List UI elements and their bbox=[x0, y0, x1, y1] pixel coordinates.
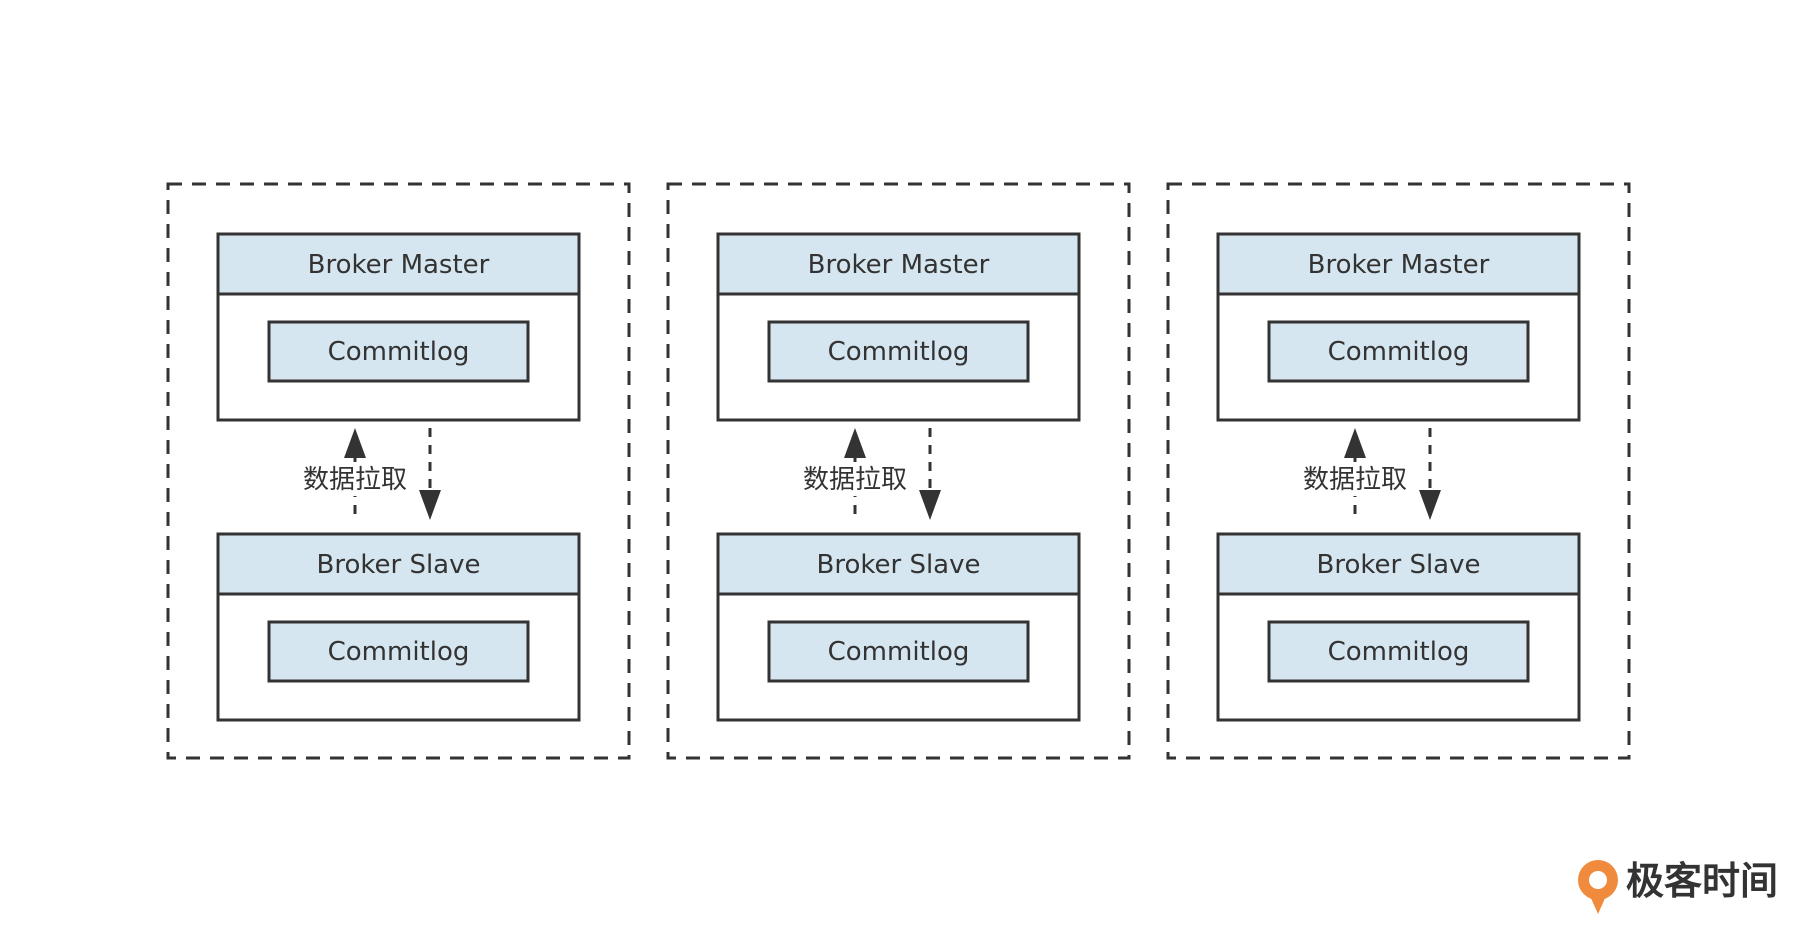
geektime-logo-icon bbox=[1578, 860, 1618, 914]
broker-slave-title: Broker Slave bbox=[817, 550, 981, 580]
group-border bbox=[166, 182, 631, 760]
commitlog-label: Commitlog bbox=[1328, 337, 1470, 367]
commitlog-box bbox=[1267, 320, 1530, 383]
commitlog-label: Commitlog bbox=[328, 637, 470, 667]
broker-slave-header bbox=[216, 532, 581, 596]
commitlog-box bbox=[1267, 620, 1530, 683]
commitlog-box bbox=[267, 620, 530, 683]
broker-slave-header bbox=[1216, 532, 1581, 596]
pull-label-backdrop bbox=[300, 462, 410, 496]
arrow-down-icon bbox=[1419, 490, 1441, 520]
broker-master-title: Broker Master bbox=[808, 250, 990, 280]
broker-slave-header bbox=[716, 532, 1081, 596]
arrow-down-icon bbox=[419, 490, 441, 520]
arrow-up-icon bbox=[844, 428, 866, 458]
broker-slave-title: Broker Slave bbox=[1317, 550, 1481, 580]
commitlog-box bbox=[767, 620, 1030, 683]
group-border bbox=[1166, 182, 1631, 760]
broker-master-header bbox=[1216, 232, 1581, 296]
pull-label-backdrop bbox=[1300, 462, 1410, 496]
group-border bbox=[666, 182, 1131, 760]
commitlog-label: Commitlog bbox=[1328, 637, 1470, 667]
commitlog-label: Commitlog bbox=[328, 337, 470, 367]
broker-master-title: Broker Master bbox=[1308, 250, 1490, 280]
logo: 极客时间 bbox=[1578, 859, 1778, 914]
broker-master-header bbox=[716, 232, 1081, 296]
arrow-up-icon bbox=[344, 428, 366, 458]
commitlog-box bbox=[767, 320, 1030, 383]
pull-label-backdrop bbox=[800, 462, 910, 496]
commitlog-box bbox=[267, 320, 530, 383]
broker-slave-title: Broker Slave bbox=[317, 550, 481, 580]
pull-label: 数据拉取 bbox=[303, 465, 407, 495]
broker-master-header bbox=[216, 232, 581, 296]
commitlog-label: Commitlog bbox=[828, 337, 970, 367]
pull-label: 数据拉取 bbox=[1303, 465, 1407, 495]
broker-master-title: Broker Master bbox=[308, 250, 490, 280]
arrow-down-icon bbox=[919, 490, 941, 520]
commitlog-label: Commitlog bbox=[828, 637, 970, 667]
arrow-up-icon bbox=[1344, 428, 1366, 458]
logo-text: 极客时间 bbox=[1626, 859, 1778, 903]
pull-label: 数据拉取 bbox=[803, 465, 907, 495]
